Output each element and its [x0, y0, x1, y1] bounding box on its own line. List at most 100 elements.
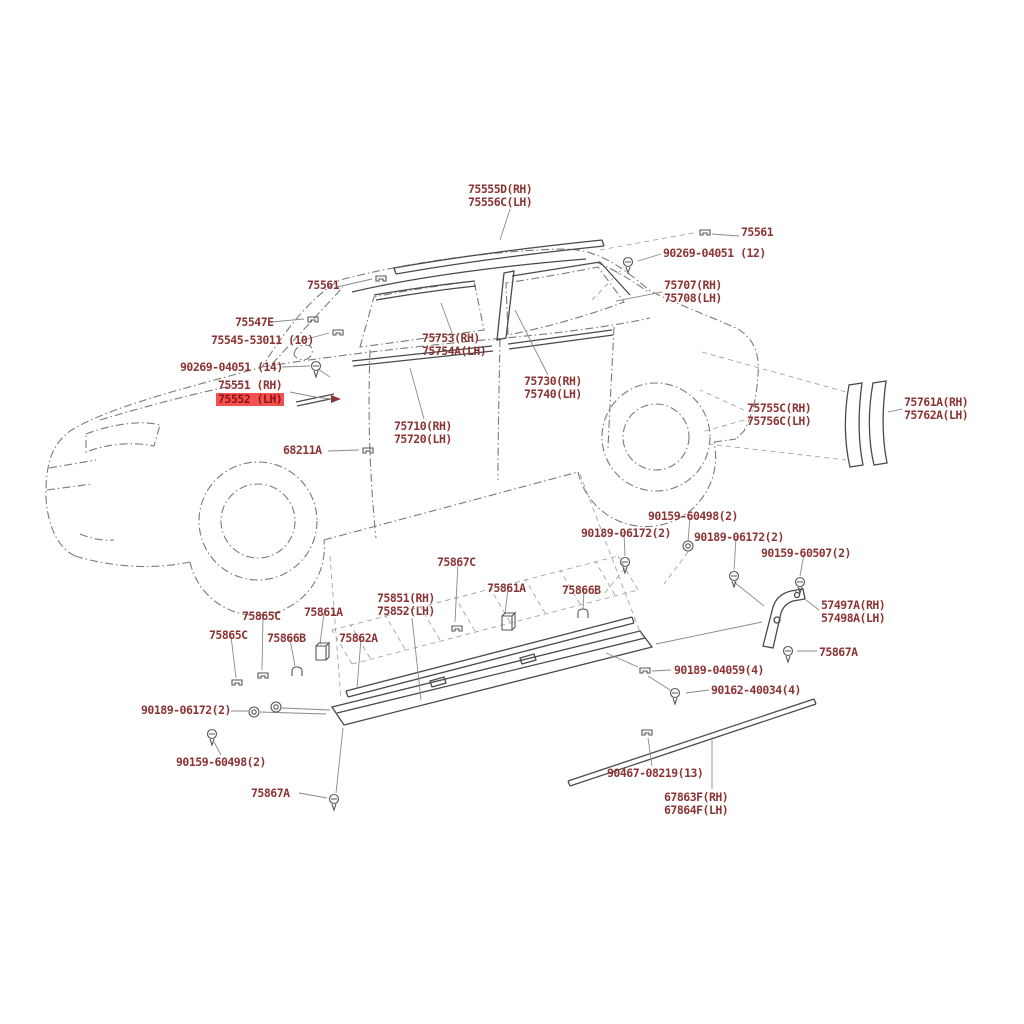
moulding-parts: [295, 239, 888, 787]
grille-lines: [46, 459, 97, 491]
rear-door-line: [607, 326, 615, 449]
roof-side-rail: [351, 258, 587, 293]
part-label-68211a: 68211A: [283, 443, 322, 457]
part-label-90189-06172-mid: 90189-06172(2): [581, 526, 671, 540]
part-label-90162-40034: 90162-40034(4): [711, 683, 801, 697]
front-door-window: [359, 280, 485, 348]
clip-icon: [257, 672, 269, 679]
part-label-90189-06172-left: 90189-06172(2): [141, 703, 231, 717]
leader-lines: [213, 208, 903, 799]
projection-lines: [329, 231, 847, 701]
rear-door-window: [505, 266, 625, 336]
part-label-90159-60498-top: 90159-60498(2): [648, 509, 738, 523]
part-label-75861a-left: 75861A: [304, 605, 343, 619]
mirror: [293, 344, 313, 361]
hook-clip-icon: [577, 608, 589, 618]
rocker-panel-tabs: [429, 653, 537, 688]
part-label-75707-75708: 75707(RH) 75708(LH): [664, 278, 722, 305]
part-label-75755c-75756c: 75755C(RH) 75756C(LH): [747, 401, 812, 428]
screw-icon: [619, 556, 631, 575]
rear-wheel: [601, 382, 711, 492]
beltline: [261, 317, 651, 368]
rear-window-frame-moulding: [511, 261, 631, 296]
roof-drip-moulding: [393, 239, 605, 275]
rocker-panel-moulding: [330, 630, 654, 726]
part-label-75761a-75762a: 75761A(RH) 75762A(LH): [904, 395, 969, 422]
pillar-tape-strip-rh: [844, 382, 864, 468]
part-label-90159-60507: 90159-60507(2): [761, 546, 851, 560]
clip-icon: [451, 625, 463, 632]
part-label-67863f-67864f: 67863F(RH) 67864F(LH): [664, 790, 729, 817]
front-wheel: [198, 461, 318, 581]
screw-icon: [669, 687, 681, 706]
part-label-75851-75852: 75851(RH) 75852(LH): [377, 591, 435, 618]
car-outline: [45, 248, 759, 616]
windshield-line: [271, 286, 344, 365]
part-label-75867c: 75867C: [437, 555, 476, 569]
screw-icon: [328, 793, 340, 812]
part-label-75547e: 75547E: [235, 315, 274, 329]
part-label-75866b-right: 75866B: [562, 583, 601, 597]
clip-icon: [362, 447, 374, 454]
screw-icon: [310, 360, 322, 379]
part-label-90269-04051-12: 90269-04051 (12): [663, 246, 766, 260]
grommet-icon: [248, 706, 260, 718]
part-label-75861a-center: 75861A: [487, 581, 526, 595]
part-label-75862a: 75862A: [339, 631, 378, 645]
screw-icon: [794, 576, 806, 595]
center-pillar-moulding: [496, 270, 515, 341]
fender-moulding: [295, 393, 336, 407]
b-pillar-line: [497, 338, 501, 481]
part-label-75865c-lower: 75865C: [209, 628, 248, 642]
grommet-icon: [270, 701, 282, 713]
part-label-75551: 75551 (RH): [218, 378, 283, 392]
bracket-hole: [773, 616, 781, 624]
part-label-75545-53011: 75545-53011 (10): [211, 333, 314, 347]
mudguard-bracket: [762, 588, 806, 649]
part-label-75753-75754a: 75753(RH) 75754A(LH): [422, 331, 487, 358]
rear-glass-line: [595, 261, 649, 293]
clip-icon: [639, 667, 651, 674]
screw-icon: [728, 570, 740, 589]
screw-icon: [206, 728, 218, 747]
part-label-90467-08219: 90467-08219(13): [607, 766, 704, 780]
part-label-90159-60498-left: 90159-60498(2): [176, 755, 266, 769]
clip-icon: [375, 275, 387, 282]
pillar-tape-strip-lh: [868, 380, 888, 466]
rocker-moulding-strip: [345, 616, 635, 698]
part-label-75561-left: 75561: [307, 278, 340, 292]
part-label-75865c-upper: 75865C: [242, 609, 281, 623]
part-label-75867a-right: 75867A: [819, 645, 858, 659]
fasteners: [206, 229, 806, 812]
headlight: [85, 422, 161, 453]
part-label-90269-04051-14: 90269-04051 (14): [180, 360, 283, 374]
part-label-75561-right: 75561: [741, 225, 774, 239]
front-door-line: [368, 349, 377, 539]
grommet-icon: [682, 540, 694, 552]
clip-icon: [641, 729, 653, 736]
rear-belt-moulding: [507, 329, 614, 350]
part-label-90189-04059: 90189-04059(4): [674, 663, 764, 677]
part-label-75555d-75556c: 75555D(RH) 75556C(LH): [468, 182, 533, 209]
fender-crease: [99, 381, 251, 421]
part-label-75552-highlighted: 75552 (LH): [216, 392, 285, 406]
part-label-75710-75720: 75710(RH) 75720(LH): [394, 419, 452, 446]
clip-icon: [307, 316, 319, 323]
sill-protector-strip: [567, 698, 817, 787]
front-belt-moulding: [351, 345, 494, 367]
fog-line: [79, 533, 115, 541]
hook-clip-icon: [291, 666, 303, 676]
arrow-icon: [331, 395, 341, 403]
screw-icon: [782, 645, 794, 664]
clip-icon: [231, 679, 243, 686]
part-label-75867a-left: 75867A: [251, 786, 290, 800]
part-label-57497a-57498a: 57497A(RH) 57498A(LH): [821, 598, 886, 625]
clip-icon: [699, 229, 711, 236]
part-label-75730-75740: 75730(RH) 75740(LH): [524, 374, 582, 401]
front-window-frame-moulding: [373, 280, 477, 301]
part-label-75866b-left: 75866B: [267, 631, 306, 645]
bracket-hole: [793, 591, 801, 599]
box-clip-icon: [501, 611, 517, 631]
